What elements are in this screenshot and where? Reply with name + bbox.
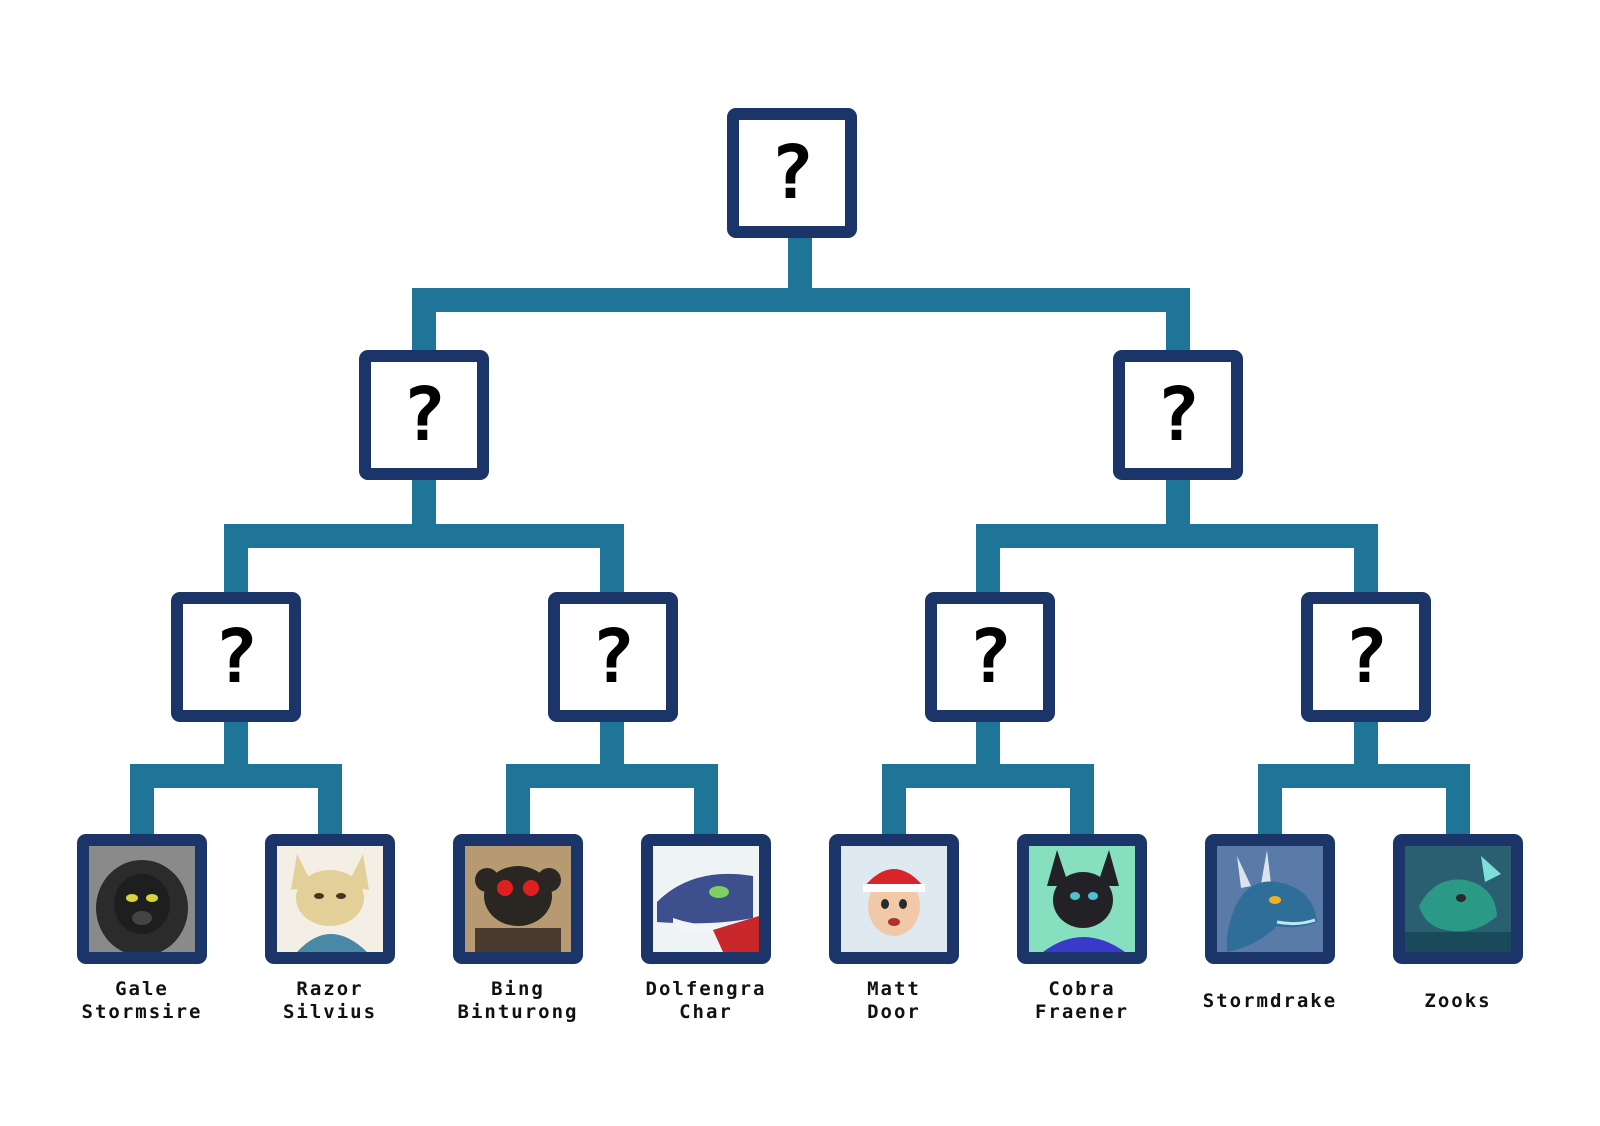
quarterfinal-slot-3[interactable]: ? <box>925 592 1055 722</box>
unknown-winner-icon: ? <box>590 614 636 700</box>
semifinal-slot-2[interactable]: ? <box>1113 350 1243 480</box>
final-slot[interactable]: ? <box>727 108 857 238</box>
contestant-slot-4[interactable] <box>641 834 771 964</box>
black-dog-portrait-icon <box>1029 846 1135 952</box>
unknown-winner-icon: ? <box>769 130 815 216</box>
unknown-winner-icon: ? <box>1343 614 1389 700</box>
contestant-name-8: Zooks <box>1424 990 1492 1012</box>
quarterfinal-slot-4[interactable]: ? <box>1301 592 1431 722</box>
contestant-slot-1[interactable] <box>77 834 207 964</box>
semifinal-slot-1[interactable]: ? <box>359 350 489 480</box>
blue-dragon-portrait-icon <box>1217 846 1323 952</box>
unknown-winner-icon: ? <box>213 614 259 700</box>
contestant-slot-3[interactable] <box>453 834 583 964</box>
binturong-red-goggles-portrait-icon <box>465 846 571 952</box>
red-cap-trainer-portrait-icon <box>841 846 947 952</box>
quarterfinal-slot-1[interactable]: ? <box>171 592 301 722</box>
contestant-slot-2[interactable] <box>265 834 395 964</box>
unknown-winner-icon: ? <box>401 372 447 458</box>
contestant-name-7: Stormdrake <box>1202 990 1338 1012</box>
contestant-slot-8[interactable] <box>1393 834 1523 964</box>
tan-fox-portrait-icon <box>277 846 383 952</box>
shark-portrait-icon <box>653 846 759 952</box>
contestant-slot-5[interactable] <box>829 834 959 964</box>
unknown-winner-icon: ? <box>1155 372 1201 458</box>
quarterfinal-slot-2[interactable]: ? <box>548 592 678 722</box>
contestant-slot-7[interactable] <box>1205 834 1335 964</box>
green-dragon-portrait-icon <box>1405 846 1511 952</box>
unknown-winner-icon: ? <box>967 614 1013 700</box>
contestant-slot-6[interactable] <box>1017 834 1147 964</box>
black-lion-portrait-icon <box>89 846 195 952</box>
